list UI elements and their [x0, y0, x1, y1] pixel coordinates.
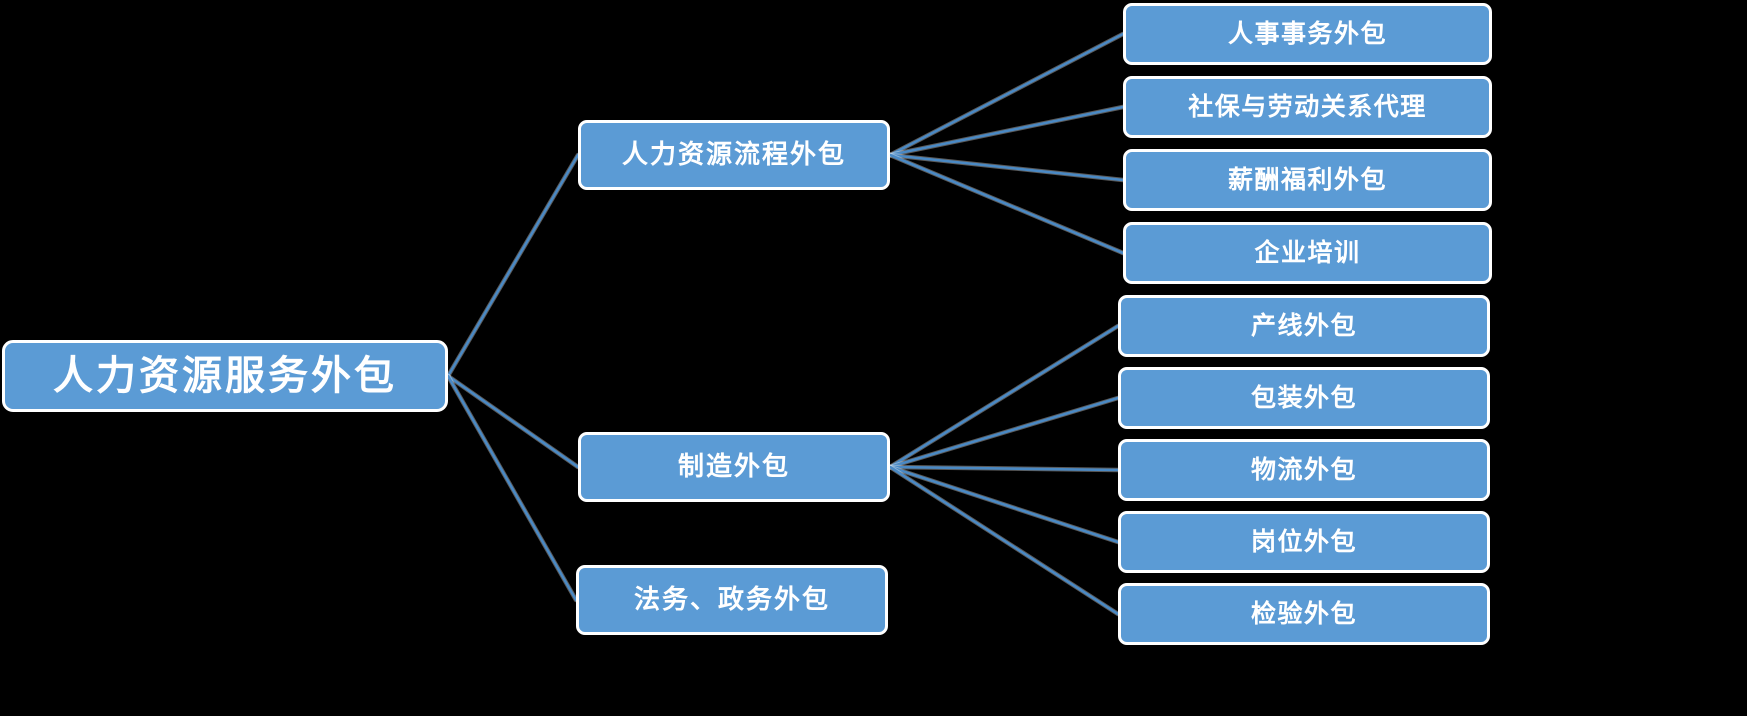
node-branch-hr-process-label: 人力资源流程外包 — [621, 139, 846, 170]
node-leaf-logistics-label: 物流外包 — [1250, 455, 1357, 485]
node-leaf-inspection-label: 检验外包 — [1250, 599, 1357, 629]
node-leaf-corporate-training[interactable]: 企业培训 — [1123, 222, 1492, 284]
node-leaf-production-line[interactable]: 产线外包 — [1118, 295, 1490, 357]
node-leaf-social-insurance-labor-relations[interactable]: 社保与劳动关系代理 — [1123, 76, 1492, 138]
node-root[interactable]: 人力资源服务外包 — [2, 340, 448, 412]
node-leaf-hr-affairs-label: 人事事务外包 — [1227, 19, 1387, 49]
node-leaf-post-staffing-label: 岗位外包 — [1250, 527, 1357, 557]
node-branch-legal-government[interactable]: 法务、政务外包 — [576, 565, 888, 635]
node-leaf-packaging[interactable]: 包装外包 — [1118, 367, 1490, 429]
node-root-label: 人力资源服务外包 — [53, 353, 397, 399]
node-leaf-logistics[interactable]: 物流外包 — [1118, 439, 1490, 501]
node-leaf-inspection[interactable]: 检验外包 — [1118, 583, 1490, 645]
node-leaf-hr-affairs[interactable]: 人事事务外包 — [1123, 3, 1492, 65]
node-branch-manufacturing[interactable]: 制造外包 — [578, 432, 890, 502]
node-branch-hr-process[interactable]: 人力资源流程外包 — [578, 120, 890, 190]
node-leaf-compensation-benefits[interactable]: 薪酬福利外包 — [1123, 149, 1492, 211]
node-leaf-post-staffing[interactable]: 岗位外包 — [1118, 511, 1490, 573]
node-branch-manufacturing-label: 制造外包 — [677, 451, 790, 482]
node-branch-legal-government-label: 法务、政务外包 — [633, 584, 830, 615]
node-leaf-social-insurance-labor-relations-label: 社保与劳动关系代理 — [1188, 92, 1427, 122]
node-leaf-compensation-benefits-label: 薪酬福利外包 — [1227, 165, 1387, 195]
node-leaf-corporate-training-label: 企业培训 — [1254, 238, 1361, 268]
node-leaf-production-line-label: 产线外包 — [1250, 311, 1357, 341]
node-leaf-packaging-label: 包装外包 — [1250, 383, 1357, 413]
